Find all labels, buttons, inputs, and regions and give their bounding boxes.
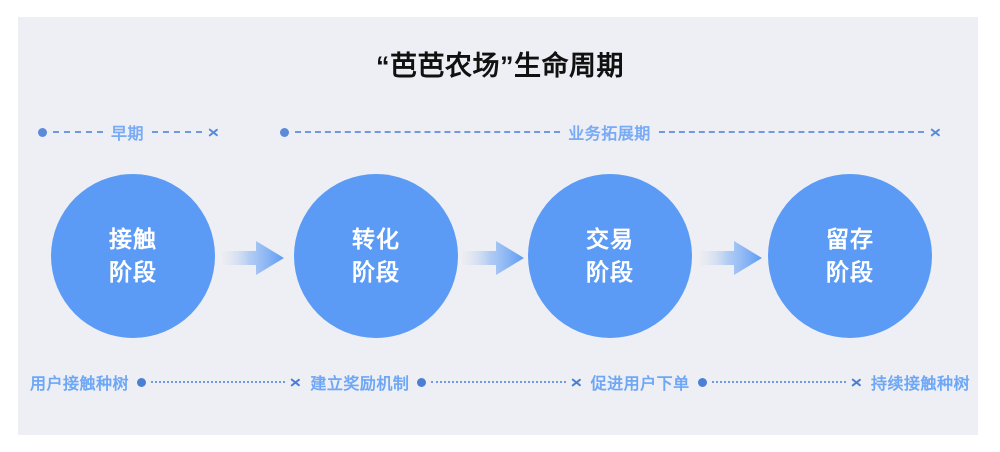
- page-title: “芭芭农场”生命周期: [376, 51, 624, 81]
- phase-timeline-early: 早期: [38, 119, 220, 145]
- step-dotted-line: [151, 381, 286, 383]
- flow-arrow-right-icon: [700, 241, 762, 275]
- stage-label-line1: 留存: [826, 225, 874, 252]
- step-dotted-line: [431, 381, 566, 383]
- phase-dashed-line: [152, 131, 203, 133]
- step-label-contact: 用户接触种树: [30, 376, 130, 393]
- phase-timeline-expansion: 业务拓展期: [280, 119, 942, 145]
- step-dotted-line: [711, 381, 846, 383]
- flow-arrow-right-icon: [462, 241, 524, 275]
- phase-dashed-line: [295, 131, 561, 133]
- stage-circle-transaction: 交易 阶段: [528, 174, 692, 338]
- stage-circle-retention: 留存 阶段: [768, 174, 932, 338]
- step-dot-icon: [697, 377, 707, 387]
- step-label-reward: 建立奖励机制: [310, 376, 410, 393]
- phase-label-early: 早期: [111, 126, 145, 143]
- step-arrow-right-icon: [571, 375, 583, 389]
- phase-arrow-right-icon: [930, 125, 942, 139]
- flow-arrow-right-icon: [222, 241, 284, 275]
- phase-start-dot-icon: [38, 127, 47, 137]
- step-connector: [137, 375, 302, 389]
- stage-label-line1: 接触: [109, 225, 157, 252]
- stage-label-line2: 阶段: [826, 259, 874, 285]
- step-connector: [697, 375, 863, 389]
- stage-circle-conversion: 转化 阶段: [294, 174, 458, 338]
- stage-label-line1: 转化: [352, 225, 400, 252]
- phase-start-dot-icon: [280, 127, 289, 137]
- stage-label-line2: 阶段: [352, 259, 400, 285]
- stage-label-line2: 阶段: [586, 259, 634, 285]
- step-arrow-right-icon: [290, 375, 302, 389]
- step-dot-icon: [417, 377, 427, 387]
- stage-label-line1: 交易: [586, 225, 634, 252]
- stage-circle-contact: 接触 阶段: [51, 174, 215, 338]
- step-label-continued-contact: 持续接触种树: [870, 376, 970, 393]
- step-arrow-right-icon: [851, 375, 863, 389]
- stage-label-line2: 阶段: [109, 259, 157, 285]
- phase-dashed-line: [658, 131, 925, 133]
- step-label-order: 促进用户下单: [590, 376, 690, 393]
- step-dot-icon: [137, 377, 147, 387]
- phase-label-expansion: 业务拓展期: [568, 126, 651, 143]
- step-connector: [417, 375, 582, 389]
- phase-arrow-right-icon: [208, 125, 220, 139]
- phase-dashed-line: [53, 131, 103, 133]
- step-label-row: 用户接触种树 建立奖励机制 促进用户下单 持续接触种树: [30, 368, 970, 396]
